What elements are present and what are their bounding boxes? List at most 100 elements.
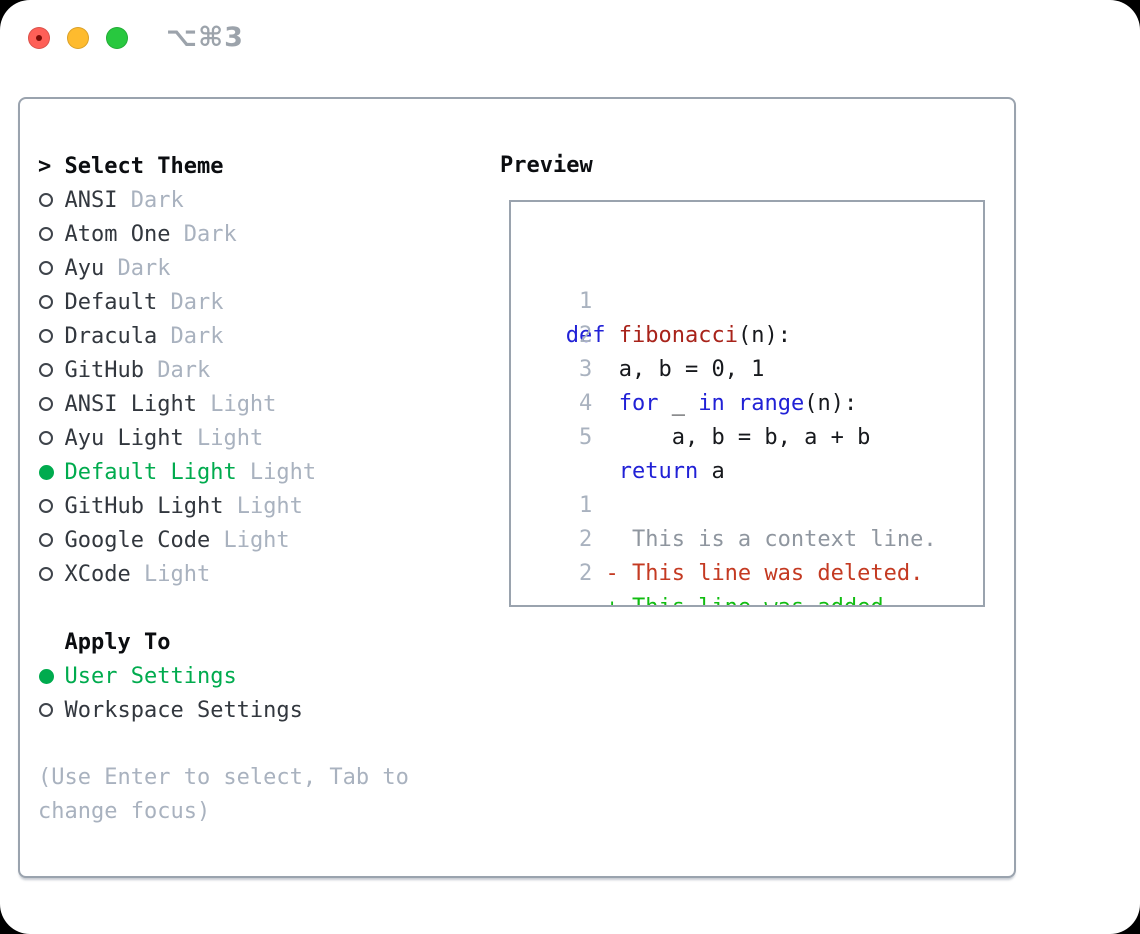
preview-line: 4 a, b = b, a + b (526, 353, 983, 450)
option-suffix: Light (196, 391, 277, 417)
code-segment: for (618, 391, 659, 416)
option-suffix: Light (223, 493, 303, 519)
line-number: 4 (578, 391, 593, 416)
preview-line: 5 return a (526, 387, 983, 484)
focus-caret: > (38, 153, 52, 179)
option-suffix: Dark (157, 323, 224, 349)
option-label: Default (64, 289, 158, 315)
select-theme-header: > Select Theme (38, 149, 409, 183)
radio-icon (39, 533, 53, 547)
preview-line: 1 This is a context line. (526, 455, 983, 552)
radio-icon (39, 397, 53, 411)
apply-to-title: Apply To (64, 629, 171, 655)
theme-option[interactable]: GitHub Dark (38, 353, 409, 387)
apply-to-option[interactable]: User Settings (38, 659, 409, 693)
preview-box: 1 def fibonacci(n): 2 a, b = 0, 1 3 for … (509, 200, 985, 607)
theme-option[interactable]: Default Light Light (38, 455, 409, 489)
title-bar: ⌥⌘3 (0, 0, 1140, 76)
option-suffix: Light (210, 527, 290, 553)
theme-option[interactable]: Atom One Dark (38, 217, 409, 251)
minimize-button[interactable] (67, 27, 89, 49)
code-segment: return (618, 459, 699, 484)
radio-icon (39, 567, 53, 581)
preview-line: 2 + This line was added. (526, 523, 983, 605)
code-segment (725, 391, 738, 416)
option-label: Atom One (64, 221, 171, 247)
code-segment: a (698, 459, 725, 484)
theme-option[interactable]: Ayu Light Light (38, 421, 409, 455)
select-theme-title: Select Theme (64, 153, 224, 179)
radio-icon (39, 363, 53, 377)
settings-panel: > Select Theme ANSI Dark Atom One Dark A… (18, 97, 1016, 878)
code-segment: range (737, 391, 805, 416)
preview-line: 2 - This line was deleted. (526, 489, 983, 586)
code-segment: a, b = b, a + b (552, 425, 871, 450)
theme-option[interactable]: XCode Light (38, 557, 409, 591)
code-segment: in (698, 391, 725, 416)
option-label: Workspace Settings (64, 697, 303, 723)
zoom-button[interactable] (106, 27, 128, 49)
radio-icon (39, 464, 54, 480)
option-label: User Settings (64, 663, 237, 689)
code-segment: a, b = 0, 1 (552, 357, 765, 382)
line-number: 2 (578, 527, 593, 552)
window-shortcut-label: ⌥⌘3 (166, 22, 244, 53)
theme-option[interactable]: Google Code Light (38, 523, 409, 557)
theme-option[interactable]: Ayu Dark (38, 251, 409, 285)
theme-selector-column: > Select Theme ANSI Dark Atom One Dark A… (38, 149, 409, 829)
radio-icon (39, 499, 53, 513)
line-number: 2 (578, 561, 593, 586)
code-segment: def (565, 323, 606, 348)
hint-line-2: change focus) (38, 799, 211, 824)
option-label: GitHub (64, 357, 144, 383)
preview-line: 2 a, b = 0, 1 (526, 285, 983, 382)
code-segment: + This line was added. (553, 595, 896, 605)
code-segment: fibonacci (618, 323, 738, 348)
line-number: 3 (578, 357, 593, 382)
preview-line: 1 def fibonacci(n): (526, 251, 983, 348)
code-segment: This is a context line. (552, 527, 937, 552)
code-segment (606, 323, 619, 348)
line-number: 1 (578, 289, 593, 314)
line-number: 5 (578, 425, 593, 450)
theme-option[interactable]: ANSI Dark (38, 183, 409, 217)
theme-option[interactable]: Dracula Dark (38, 319, 409, 353)
option-suffix: Light (183, 425, 264, 451)
theme-list: ANSI Dark Atom One Dark Ayu Dark Default… (38, 183, 409, 591)
close-button[interactable] (28, 27, 50, 49)
theme-option[interactable]: ANSI Light Light (38, 387, 409, 421)
preview-title: Preview (500, 153, 593, 178)
option-label: ANSI (64, 187, 118, 213)
option-label: Google Code (64, 527, 211, 553)
radio-icon (39, 295, 53, 309)
code-segment: - This line was deleted. (552, 561, 924, 586)
option-label: XCode (64, 561, 131, 587)
option-label: ANSI Light (64, 391, 197, 417)
option-suffix: Dark (170, 221, 237, 247)
radio-icon (39, 261, 53, 275)
option-suffix: Light (130, 561, 211, 587)
apply-to-option[interactable]: Workspace Settings (38, 693, 409, 727)
theme-option[interactable]: GitHub Light Light (38, 489, 409, 523)
radio-icon (39, 329, 53, 343)
hint-line-1: (Use Enter to select, Tab to (38, 765, 409, 790)
apply-to-list: User Settings Workspace Settings (38, 659, 409, 727)
theme-option[interactable]: Default Dark (38, 285, 409, 319)
spacer (38, 727, 409, 761)
radio-icon (39, 431, 53, 445)
spacer (38, 591, 409, 625)
radio-icon (39, 703, 53, 717)
code-segment: (n): (737, 323, 791, 348)
line-number: 2 (578, 323, 593, 348)
preview-line: 3 for _ in range(n): (526, 319, 983, 416)
code-segment: (n): (804, 391, 858, 416)
option-label: Dracula (64, 323, 158, 349)
option-label: Ayu Light (64, 425, 184, 451)
radio-icon (39, 193, 53, 207)
radio-icon (39, 227, 53, 241)
option-suffix: Dark (117, 187, 184, 213)
code-segment: _ (658, 391, 699, 416)
option-suffix: Dark (157, 289, 224, 315)
option-suffix: Light (236, 459, 317, 485)
